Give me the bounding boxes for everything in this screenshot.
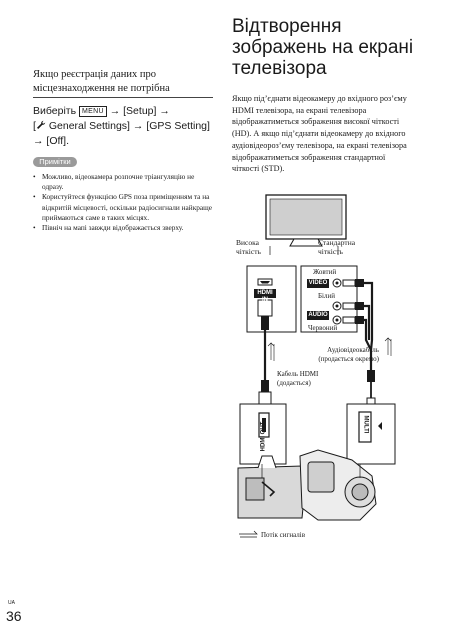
notes-list: Можливо, відеокамера розпочне тріангуляц… [33, 172, 213, 233]
hdmi-out-label: HDMI OUT [260, 421, 267, 452]
tv-icon [265, 194, 347, 247]
page-number: 36 [6, 608, 22, 624]
camera-multi-panel [346, 403, 396, 465]
menu-key-icon: MENU [78, 106, 107, 117]
signal-flow-legend-icon [239, 530, 258, 538]
signal-arrow [267, 337, 392, 361]
gps-setting-item: [GPS Setting] [146, 120, 210, 132]
av-cable-label: Аудіовідеокабель (продається окремо) [318, 346, 379, 363]
video-label: VIDEO [308, 280, 328, 286]
bracket-open: [ [33, 120, 36, 132]
signal-flow-legend: Потік сигналів [261, 531, 305, 539]
camcorder-icon [237, 449, 377, 521]
notes-badge: Примітки [33, 157, 77, 167]
general-settings-item: General Settings] [48, 120, 130, 132]
intro-paragraph: Якщо під’єднати відеокамеру до вхідного … [232, 94, 407, 174]
camera-hdmi-out-panel [239, 403, 287, 465]
hdmi-cable-label: Кабель HDMI (додається) [277, 370, 319, 387]
select-prefix: Виберіть [33, 105, 77, 117]
note-item: Північ на мапі завжди відображається зве… [33, 223, 213, 233]
white-label: Білий [318, 292, 335, 300]
hdmi-in-label: HDMI IN [257, 290, 273, 303]
av-plugs [342, 279, 364, 324]
arrow: → [109, 105, 121, 117]
yellow-label: Жовтий [313, 268, 337, 276]
note-item: Можливо, відеокамера розпочне тріангуляц… [33, 172, 213, 192]
arrow: → [33, 135, 44, 147]
arrow: → [132, 120, 144, 132]
red-label: Червоний [308, 324, 338, 332]
standard-def-label: Стандартна чіткість [318, 238, 356, 256]
page-language: UA [8, 600, 15, 606]
arrow: → [159, 105, 170, 117]
setup-item: [Setup] [123, 105, 157, 117]
wrench-icon [36, 120, 46, 129]
high-def-label: Висока чіткість [236, 238, 261, 256]
multi-label: MULTI [362, 415, 369, 434]
audio-label: AUDIO [308, 312, 328, 318]
gps-off-instructions: Виберіть MENU → [Setup] → [ General Sett… [33, 104, 213, 149]
heading-divider [33, 97, 213, 98]
section-heading: Якщо реєстрація даних про місцезнаходжен… [33, 69, 170, 94]
page-title: Відтворення зображень на екрані телевізо… [232, 16, 414, 79]
off-item: [Off]. [46, 135, 69, 147]
note-item: Користуйтеся функцією GPS поза приміщенн… [33, 192, 213, 223]
